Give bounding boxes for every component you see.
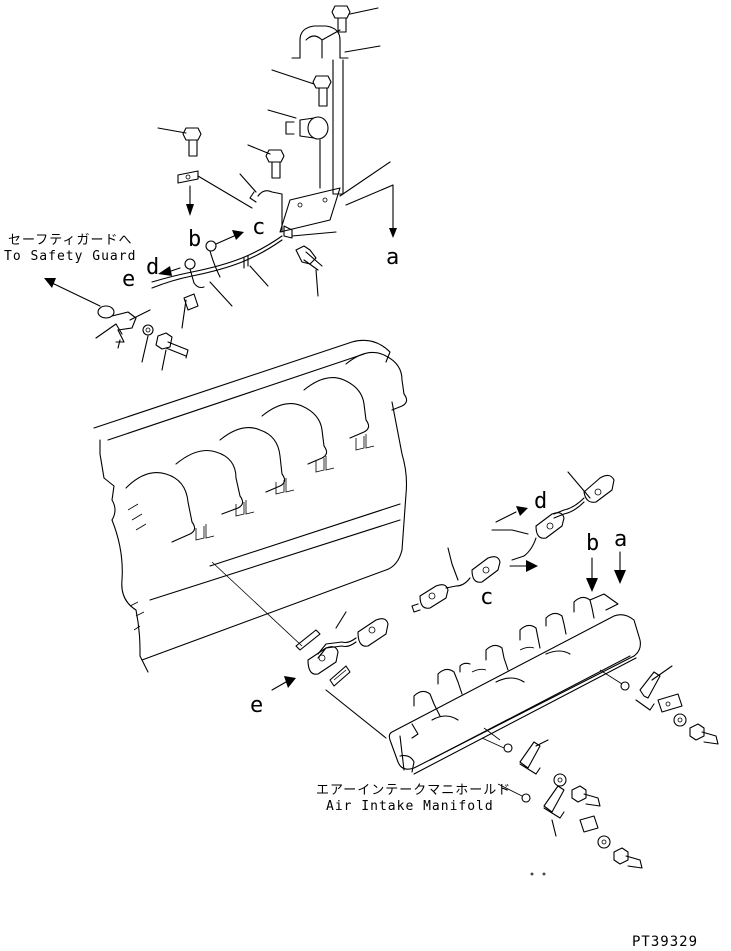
sensor-harness-low bbox=[271, 611, 389, 739]
connector-icon bbox=[95, 305, 154, 363]
arrow-icon bbox=[271, 676, 296, 691]
sensor-icon bbox=[307, 646, 339, 675]
lower-bracket-assembly bbox=[481, 737, 643, 876]
bolt-icon bbox=[271, 69, 332, 107]
bracket-tab-icon bbox=[177, 170, 253, 216]
safety-guard-label-en: To Safety Guard bbox=[4, 249, 136, 264]
sensor-icon bbox=[535, 512, 565, 539]
bolt-icon bbox=[613, 847, 643, 869]
callout-letter-d-mid: d bbox=[534, 489, 547, 514]
bolt-icon bbox=[155, 332, 189, 371]
arrow-icon bbox=[44, 230, 244, 307]
intake-manifold-icon bbox=[388, 551, 641, 775]
clamp-icon bbox=[291, 25, 381, 195]
mounting-plate-icon bbox=[279, 161, 397, 238]
bolt-icon bbox=[247, 144, 285, 179]
bolt-icon bbox=[331, 5, 379, 33]
manifold-label-jp: エアーインテークマニホールド bbox=[316, 783, 511, 798]
callout-letter-e: e bbox=[122, 267, 135, 292]
wire-harness-icon bbox=[151, 173, 337, 329]
bolt-icon bbox=[689, 723, 719, 745]
callout-letter-b: b bbox=[188, 227, 201, 252]
top-bracket-assembly bbox=[44, 5, 397, 371]
manifold-label-en: Air Intake Manifold bbox=[326, 799, 494, 814]
safety-guard-label-jp: セーフティガードへ bbox=[8, 233, 132, 248]
figure-code: PT39329 bbox=[632, 934, 698, 950]
support-bracket-icon bbox=[599, 665, 719, 745]
arrow-icon bbox=[495, 506, 538, 572]
arrow-icon bbox=[586, 551, 626, 592]
callout-letter-c: c bbox=[252, 215, 265, 240]
bolt-icon bbox=[571, 785, 601, 807]
sensor-icon bbox=[471, 556, 501, 583]
callout-letter-b-right: b bbox=[586, 531, 599, 556]
sensor-icon bbox=[567, 471, 615, 503]
sensor-icon bbox=[411, 584, 449, 613]
callout-letter-c-mid: c bbox=[480, 585, 493, 610]
cylinder-head-row bbox=[125, 351, 408, 543]
callout-letter-a-right: a bbox=[614, 527, 627, 552]
sensor-harness-mid bbox=[411, 471, 615, 613]
sensor-icon bbox=[357, 618, 389, 647]
engine-block-icon bbox=[93, 339, 408, 673]
callout-letter-a: a bbox=[386, 245, 399, 270]
connector-icon bbox=[184, 240, 221, 289]
bolt-icon bbox=[157, 127, 202, 157]
callout-letter-e-bottom: e bbox=[250, 693, 263, 718]
sensor-icon bbox=[267, 109, 329, 189]
gasket-icon bbox=[295, 629, 351, 687]
bolt-icon bbox=[295, 245, 323, 297]
callout-letter-d: d bbox=[146, 255, 159, 280]
